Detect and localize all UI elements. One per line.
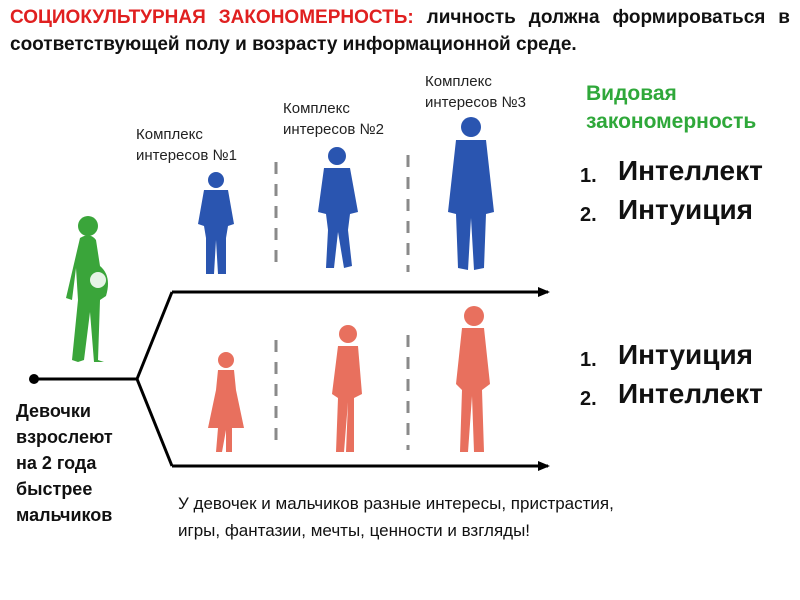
complex-label-2: Комплекс интересов №2 [283, 98, 384, 140]
girls-list: 1.Интуиция 2.Интеллект [580, 338, 773, 416]
complex-label-3-line2: интересов №3 [425, 94, 526, 111]
girls-note-line: быстрее [16, 479, 93, 499]
girl-medium-icon [332, 325, 362, 452]
girl-small-icon [208, 352, 244, 452]
header-title: СОЦИОКУЛЬТУРНАЯ ЗАКОНОМЕРНОСТЬ: [10, 7, 414, 28]
complex-label-3: Комплекс интересов №3 [425, 71, 526, 113]
complex-label-2-line2: интересов №2 [283, 121, 384, 138]
girls-note-line: мальчиков [16, 505, 113, 525]
complex-label-2-line1: Комплекс [283, 100, 350, 117]
boys-list-item-2: 2.Интуиция [580, 194, 753, 226]
bottom-note-line: У девочек и мальчиков разные интересы, п… [178, 494, 614, 513]
man-icon [448, 117, 494, 270]
bottom-note-line: игры, фантазии, мечты, ценности и взгляд… [178, 521, 531, 540]
girls-list-item-1: 1.Интуиция [580, 339, 753, 371]
vid-heading-line1: Видовая [586, 82, 677, 105]
girls-note-line: Девочки [16, 401, 91, 421]
woman-icon [456, 306, 490, 452]
girls-list-item-2: 2.Интеллект [580, 378, 763, 410]
complex-label-1: Комплекс интересов №1 [136, 124, 237, 166]
dashed-separators [274, 155, 410, 450]
boy-medium-icon [318, 147, 358, 268]
complex-label-1-line2: интересов №1 [136, 147, 237, 164]
girls-note-line: на 2 года [16, 453, 97, 473]
branch-lines [29, 287, 550, 471]
complex-label-1-line1: Комплекс [136, 126, 203, 143]
vid-heading-line2: закономерность [586, 110, 757, 133]
girls-note: Девочки взрослеют на 2 года быстрее маль… [16, 398, 113, 528]
boys-list-item-1: 1.Интеллект [580, 155, 763, 187]
mother-icon [66, 216, 108, 362]
bottom-note: У девочек и мальчиков разные интересы, п… [178, 490, 614, 544]
vid-heading: Видовая закономерность [586, 80, 756, 136]
boys-branch [135, 291, 174, 380]
page-header: СОЦИОКУЛЬТУРНАЯ ЗАКОНОМЕРНОСТЬ: личность… [10, 4, 790, 58]
boys-list: 1.Интеллект 2.Интуиция [580, 154, 773, 232]
girls-branch [135, 378, 174, 467]
header-text: личность должна формироваться в соответс… [10, 7, 790, 55]
girls-note-line: взрослеют [16, 427, 113, 447]
boy-small-icon [198, 172, 234, 274]
complex-label-3-line1: Комплекс [425, 73, 492, 90]
